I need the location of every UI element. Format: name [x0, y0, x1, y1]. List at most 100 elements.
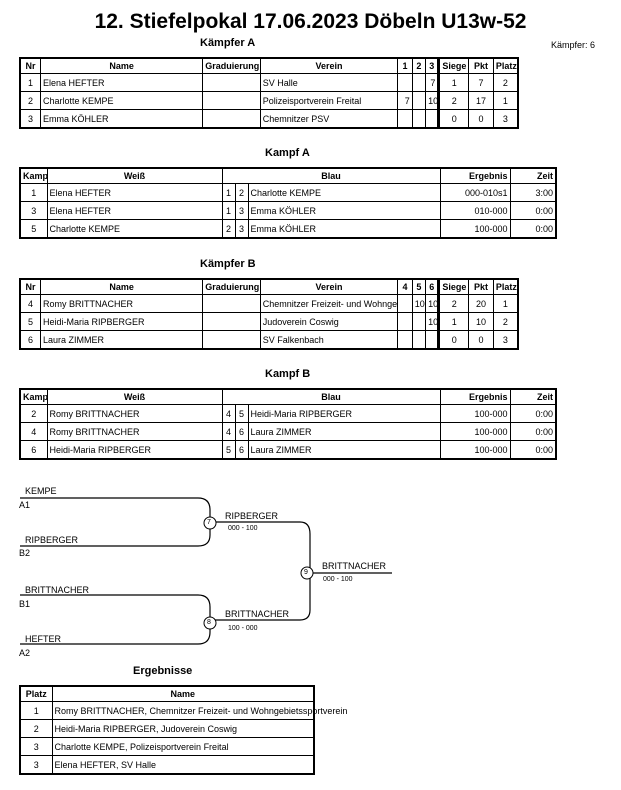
cell-name: Charlotte KEMPE, Polizeisportverein Frei…	[51, 737, 315, 756]
cell-zeit: 0:00	[509, 219, 557, 239]
participant-count: Kämpfer: 6	[551, 40, 596, 50]
cell-weiss: Romy BRITTNACHER	[46, 404, 223, 423]
col-s3: 3	[425, 57, 440, 74]
cell-nr: 1	[19, 73, 42, 92]
cell-siege: 2	[437, 91, 470, 110]
cell-verein: Judoverein Coswig	[259, 312, 399, 331]
cell-grad	[202, 312, 261, 331]
cell-siege: 0	[437, 330, 470, 350]
cell-weiss: Elena HEFTER	[46, 183, 223, 202]
cell-s2	[411, 109, 427, 129]
cell-platz: 1	[492, 294, 519, 313]
cell-nr: 2	[19, 91, 42, 110]
kampf-b-label: Kampf B	[265, 368, 311, 380]
table-row: 1 Romy BRITTNACHER, Chemnitzer Freizeit-…	[19, 701, 347, 720]
cell-name: Heidi-Maria RIPBERGER	[40, 312, 204, 331]
cell-verein: Chemnitzer PSV	[259, 109, 399, 129]
col-s6: 6	[425, 278, 440, 295]
cell-verein: SV Halle	[259, 73, 399, 92]
cell-verein: SV Falkenbach	[259, 330, 399, 350]
col-s5: 5	[411, 278, 427, 295]
cell-pkt: 0	[468, 330, 494, 350]
pool-a-label: Kämpfer A	[200, 37, 256, 49]
cell-weiss-nr: 1	[221, 201, 236, 220]
fight-7-number: 7	[207, 519, 211, 526]
cell-nr: 3	[19, 109, 42, 129]
cell-kampf: 3	[19, 201, 48, 220]
table-row: 3 Emma KÖHLER Chemnitzer PSV 0 0 3	[19, 109, 519, 129]
cell-blau: Laura ZIMMER	[247, 422, 441, 441]
col-ergebnis: Ergebnis	[439, 167, 511, 184]
cell-ergebnis: 100-000	[439, 422, 511, 441]
kampf-b-header: Kampf Weiß Blau Ergebnis Zeit	[19, 388, 557, 405]
bracket-a2-tag: A2	[19, 648, 31, 658]
cell-platz: 2	[492, 73, 519, 92]
cell-name: Romy BRITTNACHER	[40, 294, 204, 313]
cell-blau-nr: 6	[234, 422, 249, 441]
cell-ergebnis: 100-000	[439, 404, 511, 423]
cell-platz: 3	[492, 330, 519, 350]
cell-siege: 1	[437, 73, 470, 92]
cell-blau: Heidi-Maria RIPBERGER	[247, 404, 441, 423]
col-ergebnis: Ergebnis	[439, 388, 511, 405]
cell-weiss-nr: 2	[221, 219, 236, 239]
cell-platz: 1	[19, 701, 53, 720]
col-s1: 1	[397, 57, 413, 74]
table-row: 5 Heidi-Maria RIPBERGER Judoverein Coswi…	[19, 312, 519, 331]
cell-s3: 7	[425, 73, 440, 92]
pool-a-header: Nr Name Graduierung Verein 1 2 3 Siege P…	[19, 57, 519, 74]
cell-s2	[411, 73, 427, 92]
final-bracket: KEMPE A1 RIPBERGER B2 BRITTNACHER B1 HEF…	[0, 480, 621, 660]
col-verein: Verein	[259, 57, 399, 74]
cell-pkt: 7	[468, 73, 494, 92]
cell-pkt: 10	[468, 312, 494, 331]
cell-nr: 6	[19, 330, 42, 350]
cell-s6: 10	[425, 312, 440, 331]
cell-pkt: 20	[468, 294, 494, 313]
col-platz: Platz	[492, 57, 519, 74]
bracket-a1-name: KEMPE	[25, 486, 57, 496]
table-row: 3 Charlotte KEMPE, Polizeisportverein Fr…	[19, 737, 315, 756]
cell-name: Heidi-Maria RIPBERGER, Judoverein Coswig	[51, 719, 315, 738]
fight-7-score: 000 - 100	[228, 525, 258, 532]
col-s4: 4	[397, 278, 413, 295]
cell-blau-nr: 2	[234, 183, 249, 202]
cell-s5	[411, 312, 427, 331]
col-pkt: Pkt	[468, 278, 494, 295]
cell-nr: 5	[19, 312, 42, 331]
col-siege: Siege	[437, 278, 470, 295]
cell-name: Charlotte KEMPE	[40, 91, 204, 110]
cell-weiss: Elena HEFTER	[46, 201, 223, 220]
kampf-a-table: Kampf Weiß Blau Ergebnis Zeit 1 Elena HE…	[19, 167, 557, 239]
cell-verein: Chemnitzer Freizeit- und Wohngebietsspor…	[259, 294, 399, 313]
fight-9-winner: BRITTNACHER	[322, 561, 387, 571]
table-row: 5 Charlotte KEMPE 2 3 Emma KÖHLER 100-00…	[19, 219, 557, 239]
cell-blau: Emma KÖHLER	[247, 219, 441, 239]
col-grad: Graduierung	[202, 57, 261, 74]
cell-platz: 3	[492, 109, 519, 129]
cell-platz: 1	[492, 91, 519, 110]
col-kampf: Kampf	[19, 388, 48, 405]
cell-name: Romy BRITTNACHER, Chemnitzer Freizeit- u…	[51, 701, 347, 720]
cell-s3	[425, 109, 440, 129]
cell-verein: Polizeisportverein Freital	[259, 91, 399, 110]
cell-blau: Emma KÖHLER	[247, 201, 441, 220]
cell-s5	[411, 330, 427, 350]
cell-ergebnis: 010-000	[439, 201, 511, 220]
fight-8-number: 8	[207, 619, 211, 626]
cell-s4	[397, 294, 413, 313]
col-platz: Platz	[492, 278, 519, 295]
cell-s3: 10	[425, 91, 440, 110]
col-nr: Nr	[19, 278, 42, 295]
cell-zeit: 3:00	[509, 183, 557, 202]
pool-b-header: Nr Name Graduierung Verein 4 5 6 Siege P…	[19, 278, 519, 295]
pool-b-table: Nr Name Graduierung Verein 4 5 6 Siege P…	[19, 278, 519, 350]
results-table: Platz Name 1 Romy BRITTNACHER, Chemnitze…	[19, 685, 347, 775]
pool-b-label: Kämpfer B	[200, 258, 256, 270]
cell-s6: 10	[425, 294, 440, 313]
cell-weiss: Charlotte KEMPE	[46, 219, 223, 239]
table-row: 1 Elena HEFTER 1 2 Charlotte KEMPE 000-0…	[19, 183, 557, 202]
col-name: Name	[51, 685, 315, 702]
cell-grad	[202, 73, 261, 92]
fight-7-winner: RIPBERGER	[225, 511, 279, 521]
